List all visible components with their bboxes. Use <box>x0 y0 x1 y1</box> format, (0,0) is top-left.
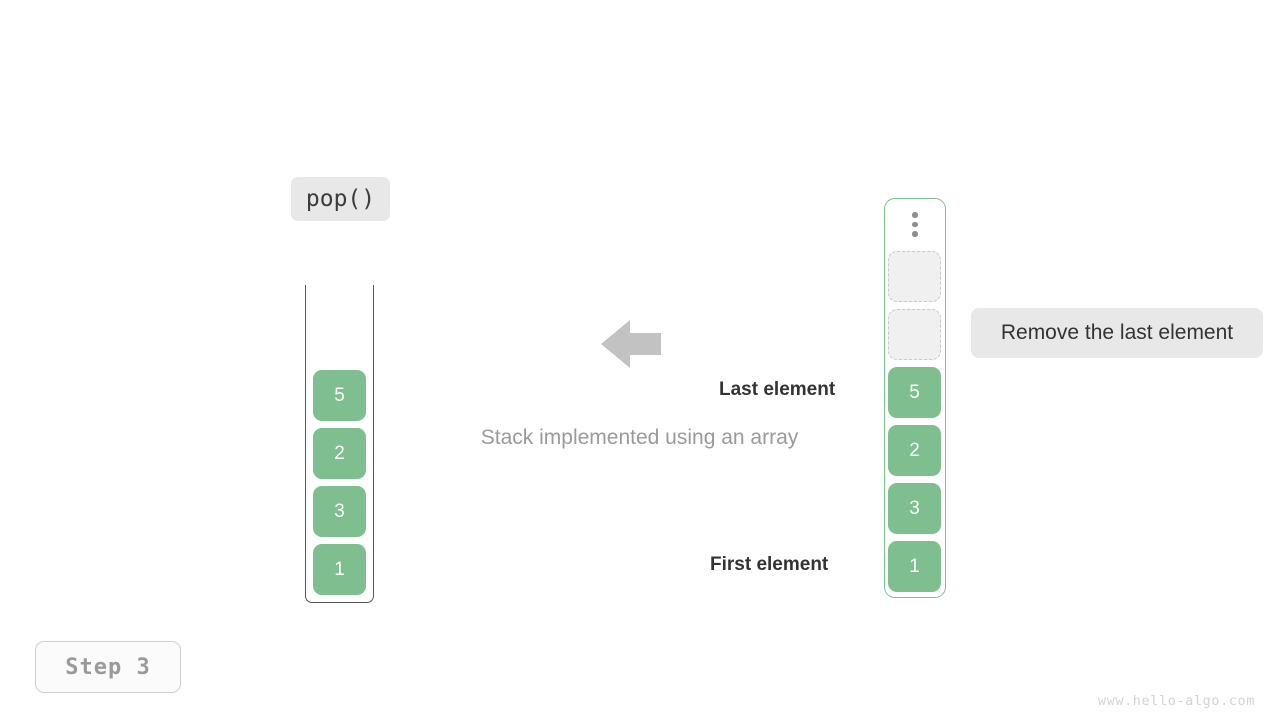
array-cell: 5 <box>888 367 941 418</box>
pointer-label-last-element: Last element <box>719 379 836 400</box>
ellipsis-dot <box>912 221 918 227</box>
stack-cell: 3 <box>313 486 366 537</box>
stack-cell-list: 5 2 3 1 <box>313 370 366 595</box>
pointer-label-first-element: First element <box>710 554 829 575</box>
ellipsis-dot <box>912 212 918 218</box>
figure-caption-text: Stack implemented using an array <box>480 426 799 449</box>
stack-cell: 5 <box>313 370 366 421</box>
ellipsis-dot <box>912 231 918 237</box>
operation-label: pop() <box>291 177 390 221</box>
callout-remove-last-element: Remove the last element <box>971 308 1263 358</box>
left-arrow-icon <box>601 318 661 370</box>
array-cell-list: 5 2 3 1 <box>888 251 941 592</box>
array-cell: 2 <box>888 425 941 476</box>
array-empty-slot <box>888 309 941 360</box>
array-container: 5 2 3 1 <box>884 198 946 598</box>
step-badge: Step 3 <box>35 641 181 693</box>
stack-cell: 1 <box>313 544 366 595</box>
stack-frame <box>305 285 374 603</box>
array-frame <box>884 198 946 598</box>
figure-caption: Stack implemented using an array <box>0 426 1280 450</box>
vertical-ellipsis-icon <box>884 212 946 237</box>
stack-cell: 2 <box>313 428 366 479</box>
array-cell: 1 <box>888 541 941 592</box>
array-cell: 3 <box>888 483 941 534</box>
watermark: www.hello-algo.com <box>1097 693 1255 709</box>
array-empty-slot <box>888 251 941 302</box>
stack-container: 5 2 3 1 <box>305 285 374 603</box>
